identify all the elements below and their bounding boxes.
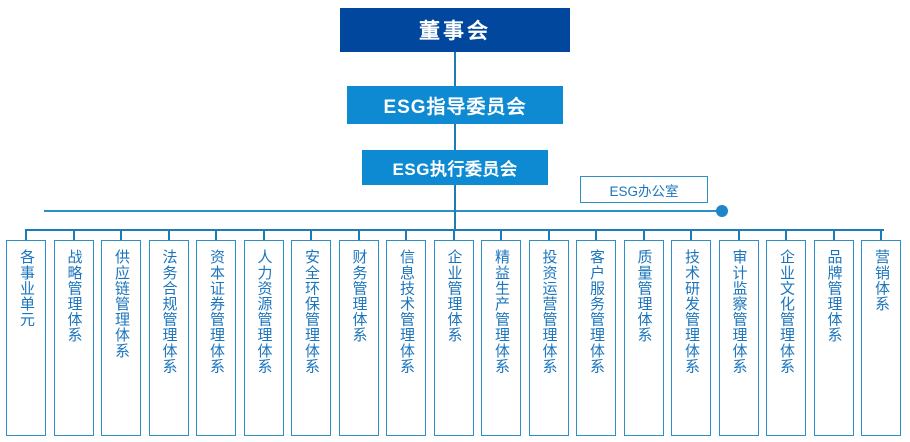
connector-bus-to-leaf	[547, 229, 550, 241]
connector-steering-to-executive	[454, 124, 456, 150]
leaf-node-label: 法务合规管理体系	[160, 249, 178, 374]
leaf-node[interactable]: 人力资源管理体系	[243, 240, 284, 436]
node-board-of-directors[interactable]: 董事会	[340, 8, 570, 52]
leaf-node-label: 品牌管理体系	[825, 249, 843, 343]
connector-bus-to-leaf	[72, 229, 75, 241]
leaf-node-label: 投资运营管理体系	[540, 249, 558, 374]
leaf-label-wrap: 技术研发管理体系	[672, 249, 710, 374]
leaf-node-label: 资本证券管理体系	[207, 249, 225, 374]
leaf-label-wrap: 企业管理体系	[435, 249, 473, 343]
leaf-node-label: 质量管理体系	[635, 249, 653, 343]
leaf-label-wrap: 精益生产管理体系	[482, 249, 520, 374]
leaf-node-label: 各事业单元	[17, 249, 35, 327]
leaf-node[interactable]: 客户服务管理体系	[576, 240, 616, 436]
leaf-label-wrap: 安全环保管理体系	[292, 249, 330, 374]
leaf-node[interactable]: 精益生产管理体系	[481, 240, 521, 436]
node-esg-steering-committee[interactable]: ESG指导委员会	[347, 86, 563, 124]
leaf-label-wrap: 战略管理体系	[55, 249, 93, 343]
leaf-node[interactable]: 战略管理体系	[53, 240, 94, 436]
connector-bus-to-leaf	[690, 229, 692, 241]
leaf-node[interactable]: 企业文化管理体系	[766, 240, 806, 436]
leaf-label-wrap: 投资运营管理体系	[530, 249, 568, 374]
leaf-node[interactable]: 财务管理体系	[338, 240, 379, 436]
leaf-label-wrap: 企业文化管理体系	[767, 249, 805, 374]
leaf-node[interactable]: 信息技术管理体系	[386, 240, 426, 436]
connector-bus-to-leaf	[832, 229, 835, 241]
connector-leaf-bus	[26, 229, 884, 231]
node-board-label: 董事会	[419, 20, 491, 43]
leaf-node[interactable]: 品牌管理体系	[813, 240, 854, 436]
node-esg-executive-committee[interactable]: ESG执行委员会	[362, 150, 548, 185]
leaf-label-wrap: 质量管理体系	[625, 249, 663, 343]
leaf-label-wrap: 品牌管理体系	[815, 249, 853, 343]
leaf-node-label: 人力资源管理体系	[255, 249, 273, 374]
connector-bus-to-leaf	[642, 229, 645, 241]
leaf-label-wrap: 审计监察管理体系	[720, 249, 758, 374]
connector-bus-to-leaf	[405, 229, 407, 241]
leaf-node[interactable]: 资本证券管理体系	[196, 240, 236, 436]
leaf-label-wrap: 信息技术管理体系	[387, 249, 425, 374]
leaf-node[interactable]: 质量管理体系	[623, 240, 664, 436]
connector-board-to-steering	[454, 52, 456, 86]
connector-bus-to-leaf	[120, 229, 122, 241]
leaf-node[interactable]: 安全环保管理体系	[291, 240, 331, 436]
leaf-node-label: 财务管理体系	[350, 249, 368, 343]
node-office-label: ESG办公室	[609, 183, 679, 199]
leaf-node-label: 企业文化管理体系	[777, 249, 795, 374]
node-esg-office[interactable]: ESG办公室	[580, 176, 708, 203]
connector-bus-to-leaf	[25, 229, 27, 241]
leaf-node-label: 客户服务管理体系	[587, 249, 605, 374]
leaf-node[interactable]: 企业管理体系	[433, 240, 474, 436]
leaf-label-wrap: 人力资源管理体系	[245, 249, 283, 374]
leaf-label-wrap: 各事业单元	[7, 249, 45, 327]
leaf-node-label: 技术研发管理体系	[682, 249, 700, 374]
leaf-node[interactable]: 各事业单元	[6, 240, 46, 436]
connector-bus-to-leaf	[262, 229, 265, 241]
leaf-node[interactable]: 投资运营管理体系	[528, 240, 569, 436]
leaf-node[interactable]: 法务合规管理体系	[148, 240, 189, 436]
leaf-label-wrap: 客户服务管理体系	[577, 249, 615, 374]
leaf-node-label: 企业管理体系	[445, 249, 463, 343]
connector-bus-to-leaf	[215, 229, 217, 241]
leaf-label-wrap: 营销体系	[862, 249, 900, 311]
connector-bus-to-leaf	[880, 229, 882, 241]
leaf-node-label: 战略管理体系	[65, 249, 83, 343]
leaf-node-label: 供应链管理体系	[112, 249, 130, 359]
leaf-label-wrap: 财务管理体系	[340, 249, 378, 343]
leaf-node-label: 信息技术管理体系	[397, 249, 415, 374]
leaf-node[interactable]: 审计监察管理体系	[718, 240, 759, 436]
leaf-node-label: 安全环保管理体系	[302, 249, 320, 374]
leaf-label-wrap: 资本证券管理体系	[197, 249, 235, 374]
leaf-node[interactable]: 供应链管理体系	[101, 240, 141, 436]
leaf-label-wrap: 法务合规管理体系	[150, 249, 188, 374]
node-exec-label: ESG执行委员会	[392, 160, 518, 179]
node-steering-label: ESG指导委员会	[383, 96, 527, 118]
connector-office-horizontal	[44, 210, 722, 212]
leaf-label-wrap: 供应链管理体系	[102, 249, 140, 358]
office-connector-dot	[716, 205, 728, 217]
connector-bus-to-leaf	[595, 229, 597, 241]
leaf-node-label: 精益生产管理体系	[492, 249, 510, 374]
connector-bus-to-leaf	[737, 229, 740, 241]
leaf-node[interactable]: 营销体系	[861, 240, 901, 436]
leaf-node[interactable]: 技术研发管理体系	[671, 240, 711, 436]
leaf-node-label: 审计监察管理体系	[730, 249, 748, 374]
connector-bus-to-leaf	[500, 229, 502, 241]
connector-bus-to-leaf	[785, 229, 787, 241]
connector-bus-to-leaf	[452, 229, 455, 241]
connector-bus-to-leaf	[310, 229, 312, 241]
connector-executive-to-bus	[454, 185, 456, 231]
leaf-node-label: 营销体系	[872, 249, 890, 312]
connector-bus-to-leaf	[167, 229, 170, 241]
connector-bus-to-leaf	[357, 229, 360, 241]
